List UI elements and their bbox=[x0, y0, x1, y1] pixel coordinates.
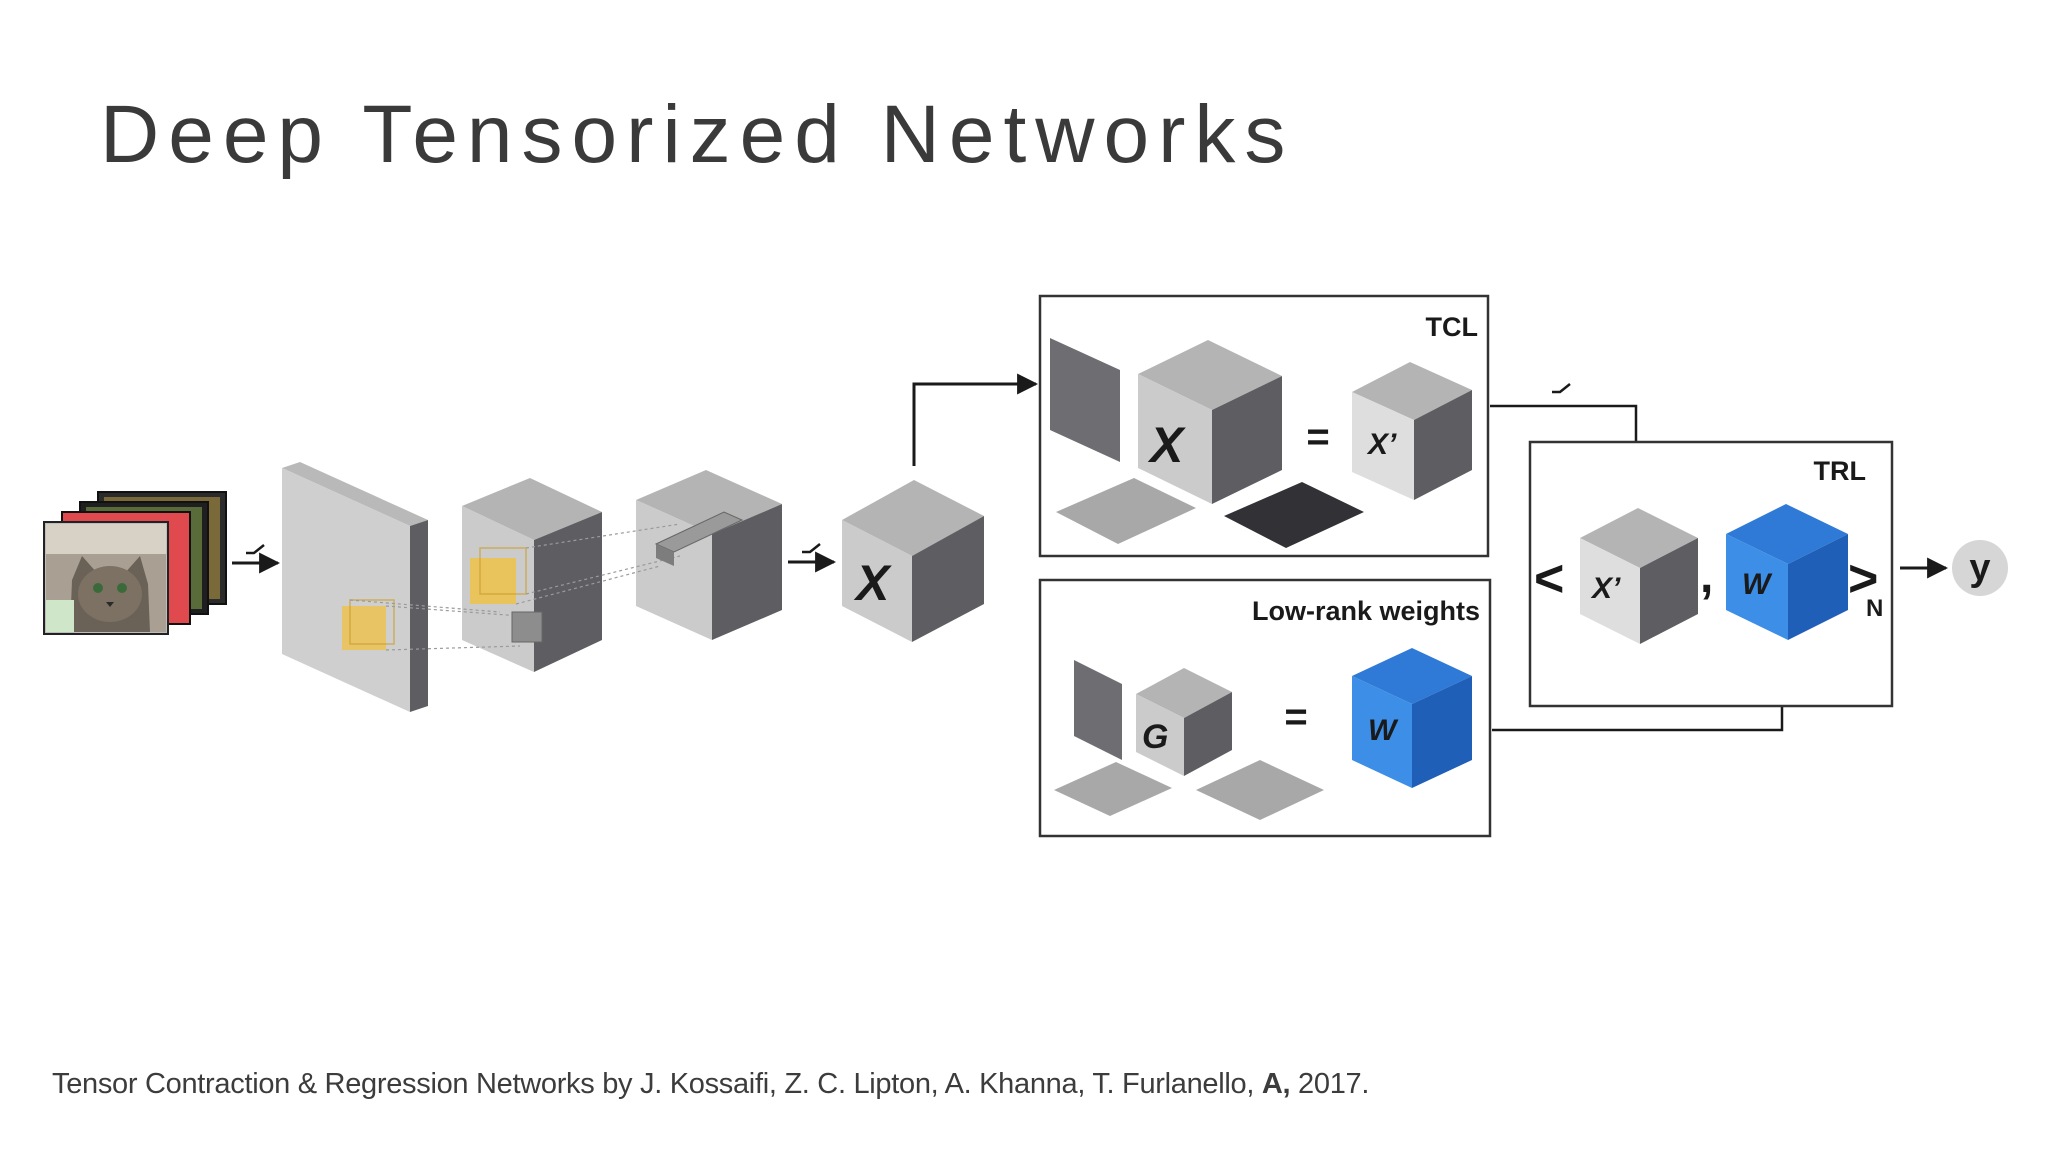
receptive-field-lines-1 bbox=[349, 599, 521, 651]
receptive-field-lines-2 bbox=[515, 523, 681, 605]
trl-close-bracket: > bbox=[1848, 550, 1878, 608]
filter-patch-2 bbox=[470, 547, 527, 604]
low-rank-equals: = bbox=[1284, 695, 1307, 739]
filter-patch-1 bbox=[342, 599, 395, 650]
tcl-label: TCL bbox=[1426, 312, 1478, 342]
trl-weights-label: W bbox=[1742, 568, 1773, 601]
tcl-output-label: X’ bbox=[1366, 428, 1397, 461]
trl-subscript: N bbox=[1866, 595, 1883, 622]
tcl-box: TCL X = X’ bbox=[1038, 294, 1490, 558]
conv-layer-3 bbox=[515, 470, 782, 640]
input-image-stack bbox=[43, 491, 227, 635]
trl-comma: , bbox=[1700, 550, 1713, 603]
citation-year: 2017. bbox=[1290, 1068, 1370, 1100]
low-rank-weights-label: W bbox=[1368, 714, 1399, 747]
arrow-to-tcl bbox=[912, 373, 1039, 466]
citation-text: Tensor Contraction & Regression Networks… bbox=[52, 1068, 1262, 1100]
cat-photo bbox=[46, 524, 166, 632]
output-node: y bbox=[1952, 540, 2008, 596]
activation-arrow-1 bbox=[232, 544, 281, 574]
low-rank-label: Low-rank weights bbox=[1252, 596, 1480, 626]
activation-tensor-x: X bbox=[842, 480, 984, 642]
activation-arrow-2 bbox=[788, 543, 837, 573]
tcl-equals: = bbox=[1306, 415, 1329, 459]
trl-box: TRL < X’ , W > N bbox=[1528, 440, 1894, 708]
output-label: y bbox=[1969, 547, 1990, 589]
citation: Tensor Contraction & Regression Networks… bbox=[52, 1068, 1369, 1101]
trl-input-label: X’ bbox=[1590, 572, 1621, 605]
trl-open-bracket: < bbox=[1534, 550, 1564, 608]
slide-title: Deep Tensorized Networks bbox=[100, 89, 1295, 180]
conv-layer-2 bbox=[349, 478, 602, 672]
trl-label: TRL bbox=[1814, 456, 1866, 486]
citation-bold: A, bbox=[1261, 1068, 1291, 1100]
low-rank-weights-box: Low-rank weights G = W bbox=[1038, 578, 1492, 838]
core-tensor-label: G bbox=[1142, 718, 1168, 756]
tcl-input-label: X bbox=[1147, 417, 1186, 473]
tensor-x-label: X bbox=[853, 555, 892, 611]
conv-layer-1 bbox=[282, 462, 428, 712]
